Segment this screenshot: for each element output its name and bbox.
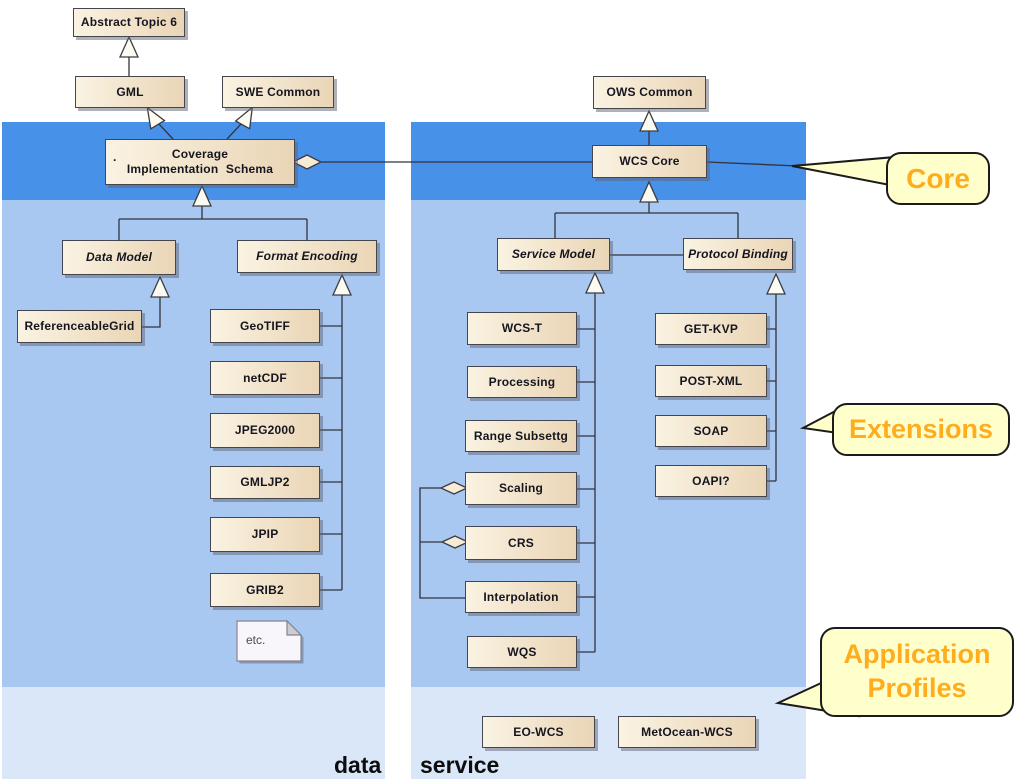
node-soap: SOAP (655, 415, 767, 447)
inheritance-arrow-cis (191, 184, 213, 207)
inheritance-arrow-servicemodel (584, 271, 606, 294)
node-eo-wcs: EO-WCS (482, 716, 595, 748)
node-referenceable-grid: ReferenceableGrid (17, 310, 142, 343)
node-data-model: Data Model (62, 240, 176, 275)
node-metocean-wcs: MetOcean-WCS (618, 716, 756, 748)
node-grib2: GRIB2 (210, 573, 320, 607)
connector-refgrid-datamodel (142, 297, 161, 328)
inheritance-arrow-owscommon (638, 109, 660, 132)
connector-wcscore-children (554, 202, 739, 238)
aggregation-diamond-scaling (439, 481, 469, 495)
callout-application-profiles: Application Profiles (820, 627, 1014, 717)
node-label: Range Subsettg (473, 428, 569, 443)
connector-cis-swe (226, 122, 243, 140)
node-label: EO-WCS (513, 724, 564, 739)
callout-core-label: Core (906, 163, 970, 194)
node-geotiff: GeoTIFF (210, 309, 320, 343)
callout-extensions: Extensions (832, 403, 1010, 456)
node-coverage-implementation-schema: . Coverage Implementation Schema (105, 139, 295, 185)
node-label: Protocol Binding (688, 246, 788, 261)
node-label: GML (116, 84, 144, 99)
data-plane-label: data (334, 752, 382, 778)
extensions-band-data-panel (2, 200, 385, 687)
node-label: SWE Common (235, 84, 321, 99)
inheritance-arrow-protocolbinding (765, 272, 787, 295)
node-ows-common: OWS Common (593, 76, 706, 109)
node-label: Scaling (498, 481, 544, 495)
callout-tail-core (791, 155, 896, 188)
inheritance-arrow-gml (146, 106, 166, 130)
node-label: WQS (507, 644, 537, 659)
connector-wcscore-corecallout (706, 161, 799, 167)
inheritance-arrow-datamodel (149, 275, 171, 298)
node-label: WCS Core (619, 154, 680, 168)
node-jpip: JPIP (210, 517, 320, 552)
node-label: GRIB2 (246, 582, 284, 597)
node-label: SOAP (693, 423, 729, 438)
callout-application-label: Application (843, 639, 991, 670)
node-oapi: OAPI? (655, 465, 767, 497)
node-label: Format Encoding (256, 249, 358, 263)
node-label: Service Model (511, 247, 596, 261)
node-label: ReferenceableGrid (24, 319, 135, 333)
node-processing: Processing (467, 366, 577, 398)
node-label: GMLJP2 (240, 475, 290, 489)
cis-dot: . (113, 150, 117, 164)
node-label: Interpolation (483, 589, 559, 604)
node-label-line1: Coverage (171, 147, 229, 161)
connector-cis-children (118, 206, 308, 240)
profiles-band-data-panel (2, 687, 385, 779)
node-netcdf: netCDF (210, 361, 320, 395)
node-scaling: Scaling (465, 472, 577, 505)
node-label: POST-XML (679, 373, 743, 388)
connector-formatencoding-children (320, 295, 343, 591)
callout-profiles-label: Profiles (867, 673, 967, 703)
node-label: netCDF (243, 370, 287, 385)
node-wqs: WQS (467, 636, 577, 668)
node-label: WCS-T (501, 321, 543, 335)
node-swe-common: SWE Common (222, 76, 334, 108)
callout-extensions-label: Extensions (848, 413, 994, 444)
node-wcs-t: WCS-T (467, 312, 577, 345)
node-label: JPIP (251, 527, 279, 541)
node-label: MetOcean-WCS (641, 724, 733, 739)
node-wcs-core: WCS Core (592, 145, 707, 178)
etc-note: etc. (246, 633, 266, 647)
connector-servicemodel-children (577, 293, 596, 653)
node-crs: CRS (465, 526, 577, 560)
node-label: Abstract Topic 6 (80, 15, 178, 29)
node-label: CRS (508, 535, 534, 550)
node-label: JPEG2000 (234, 423, 296, 437)
node-gmljp2: GMLJP2 (210, 466, 320, 499)
node-format-encoding: Format Encoding (237, 240, 377, 273)
node-label: Processing (488, 374, 556, 389)
node-abstract-topic-6: Abstract Topic 6 (73, 8, 185, 37)
connector-protocolbinding-children (767, 294, 777, 482)
node-protocol-binding: Protocol Binding (683, 238, 793, 270)
connector-aggregation-rail (419, 487, 465, 599)
node-label: GeoTIFF (239, 318, 291, 333)
node-get-kvp: GET-KVP (655, 313, 767, 345)
inheritance-arrow-formatencoding (331, 273, 353, 296)
node-interpolation: Interpolation (465, 581, 577, 613)
callout-core: Core (886, 152, 990, 205)
node-service-model: Service Model (497, 238, 610, 271)
note-fold-corner (286, 619, 303, 636)
inheritance-arrow-swe (234, 105, 254, 130)
aggregation-diamond-cis (291, 154, 323, 170)
node-label: OAPI? (692, 473, 730, 488)
node-label-line2: Implementation Schema (126, 162, 274, 176)
node-jpeg2000: JPEG2000 (210, 413, 320, 448)
note-shape (236, 619, 304, 664)
node-range-subsetting: Range Subsettg (465, 420, 577, 452)
service-plane-label: service (420, 752, 500, 778)
node-label: OWS Common (606, 85, 693, 99)
node-label: GET-KVP (683, 321, 739, 336)
node-gml: GML (75, 76, 185, 108)
node-post-xml: POST-XML (655, 365, 767, 397)
inheritance-arrow-wcscore (638, 180, 660, 203)
connector-cis-gml (157, 122, 174, 140)
inheritance-arrow-abstracttopic (118, 35, 140, 58)
node-label: Data Model (85, 250, 152, 264)
